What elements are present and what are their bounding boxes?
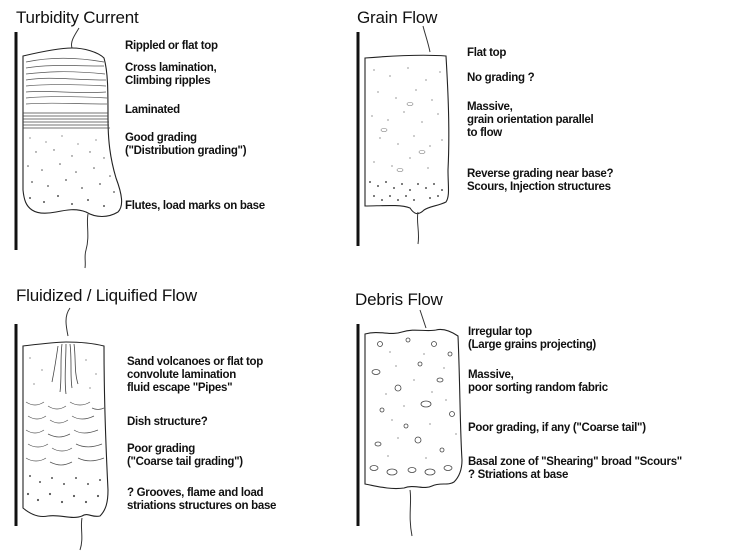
label-climbing-ripples: Climbing ripples bbox=[125, 75, 211, 87]
panel-grain-flow: Grain Flow Flat top No grading ? Massive… bbox=[356, 0, 740, 270]
label-scours-injection: Scours, Injection structures bbox=[467, 181, 611, 193]
panel-fluidized-flow: Fluidized / Liquified Flow Sand volcanoe… bbox=[0, 280, 370, 559]
label-poor-grading: Poor grading, if any ("Coarse tail") bbox=[468, 422, 646, 434]
debris-flow-bed-sketch bbox=[356, 309, 463, 537]
grain-flow-dots bbox=[369, 67, 443, 201]
label-distribution-grading: ("Distribution grading") bbox=[125, 145, 247, 157]
label-large-grains: (Large grains projecting) bbox=[468, 339, 596, 351]
label-laminated: Laminated bbox=[125, 104, 180, 116]
fluidized-pipes bbox=[51, 343, 79, 395]
label-coarse-tail-grading: ("Coarse tail grading") bbox=[127, 456, 243, 468]
turbidity-lamination bbox=[23, 112, 110, 129]
label-dish-structure: Dish structure? bbox=[127, 416, 208, 428]
label-poor-grading: Poor grading bbox=[127, 443, 195, 455]
label-to-flow: to flow bbox=[467, 127, 502, 139]
panel-title: Fluidized / Liquified Flow bbox=[16, 286, 197, 305]
panel-title: Debris Flow bbox=[355, 290, 443, 309]
turbidity-cross-lamination bbox=[25, 57, 108, 105]
label-flat-top: Flat top bbox=[467, 47, 507, 59]
grain-flow-oriented-grains bbox=[380, 102, 426, 172]
label-irregular-top: Irregular top bbox=[468, 326, 532, 338]
label-grooves-flame-load: ? Grooves, flame and load bbox=[127, 487, 264, 499]
turbidity-graded-dots bbox=[27, 135, 115, 207]
label-convolute-lamination: convolute lamination bbox=[127, 369, 237, 381]
debris-matrix-dots bbox=[385, 351, 457, 459]
label-basal-zone-shearing: Basal zone of "Shearing" broad "Scours" bbox=[468, 456, 682, 468]
label-striations-structures: striations structures on base bbox=[127, 500, 277, 512]
panel-debris-flow: Debris Flow Irregular top (Large grains … bbox=[355, 280, 740, 559]
debris-clasts bbox=[369, 337, 455, 476]
label-sand-volcanoes: Sand volcanoes or flat top bbox=[127, 356, 263, 368]
label-flutes-load-marks: Flutes, load marks on base bbox=[125, 200, 265, 212]
label-fluid-escape-pipes: fluid escape "Pipes" bbox=[127, 382, 233, 394]
fluidized-bed-sketch bbox=[14, 307, 109, 551]
label-poor-sorting: poor sorting random fabric bbox=[468, 382, 608, 394]
label-striations-at-base: ? Striations at base bbox=[468, 469, 569, 481]
label-rippled-top: Rippled or flat top bbox=[125, 40, 218, 52]
fluidized-dish-structures bbox=[25, 401, 105, 466]
label-good-grading: Good grading bbox=[125, 132, 197, 144]
panel-title: Grain Flow bbox=[357, 8, 438, 27]
grain-flow-bed-sketch bbox=[356, 25, 450, 246]
panel-turbidity-current: Turbidity Current Rippled or flat top Cr… bbox=[0, 0, 370, 270]
label-massive: Massive, bbox=[467, 101, 513, 113]
label-cross-lamination: Cross lamination, bbox=[125, 62, 217, 74]
label-massive: Massive, bbox=[468, 369, 514, 381]
label-no-grading: No grading ? bbox=[467, 72, 535, 84]
turbidity-bed-sketch bbox=[14, 27, 123, 269]
fluidized-dots bbox=[26, 357, 101, 504]
label-reverse-grading: Reverse grading near base? bbox=[467, 168, 614, 180]
panel-title: Turbidity Current bbox=[16, 8, 139, 27]
label-grain-orientation: grain orientation parallel bbox=[467, 114, 594, 126]
